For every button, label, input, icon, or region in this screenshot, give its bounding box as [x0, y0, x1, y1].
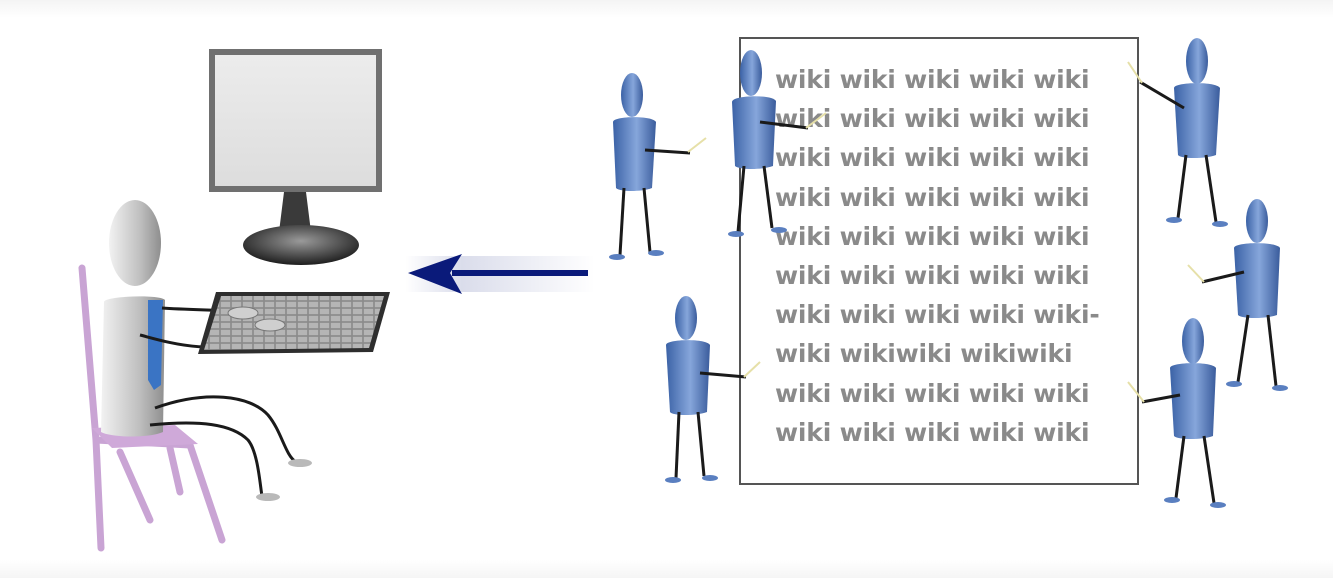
wiki-page-frame	[739, 37, 1139, 485]
reader-at-computer	[78, 49, 390, 552]
wiki-line: wiki wiki wiki wiki wiki	[775, 417, 1090, 447]
wiki-line: wiki wiki wiki wiki wiki	[775, 65, 1090, 94]
wiki-line: wiki wiki wiki wiki wiki	[775, 221, 1090, 251]
wiki-page-text: wiki wiki wiki wiki wiki wiki wiki wiki …	[775, 60, 1135, 452]
chair-icon	[78, 264, 226, 552]
wiki-line: wiki wiki wiki wiki wiki	[775, 143, 1090, 173]
wiki-line: wiki wikiwiki wikiwiki	[775, 339, 1073, 369]
wiki-line: wiki wiki wiki wiki wiki	[775, 378, 1090, 408]
wiki-line: wiki wiki wiki wiki wiki	[775, 182, 1090, 212]
monitor-icon	[209, 49, 382, 265]
arrow-left-icon	[405, 254, 595, 294]
wiki-line: wiki wiki wiki wiki wiki-	[775, 300, 1100, 330]
keyboard-icon	[198, 292, 390, 354]
wiki-line: wiki wiki wiki wiki wiki	[775, 104, 1090, 134]
wiki-line: wiki wiki wiki wiki wiki	[775, 260, 1090, 290]
